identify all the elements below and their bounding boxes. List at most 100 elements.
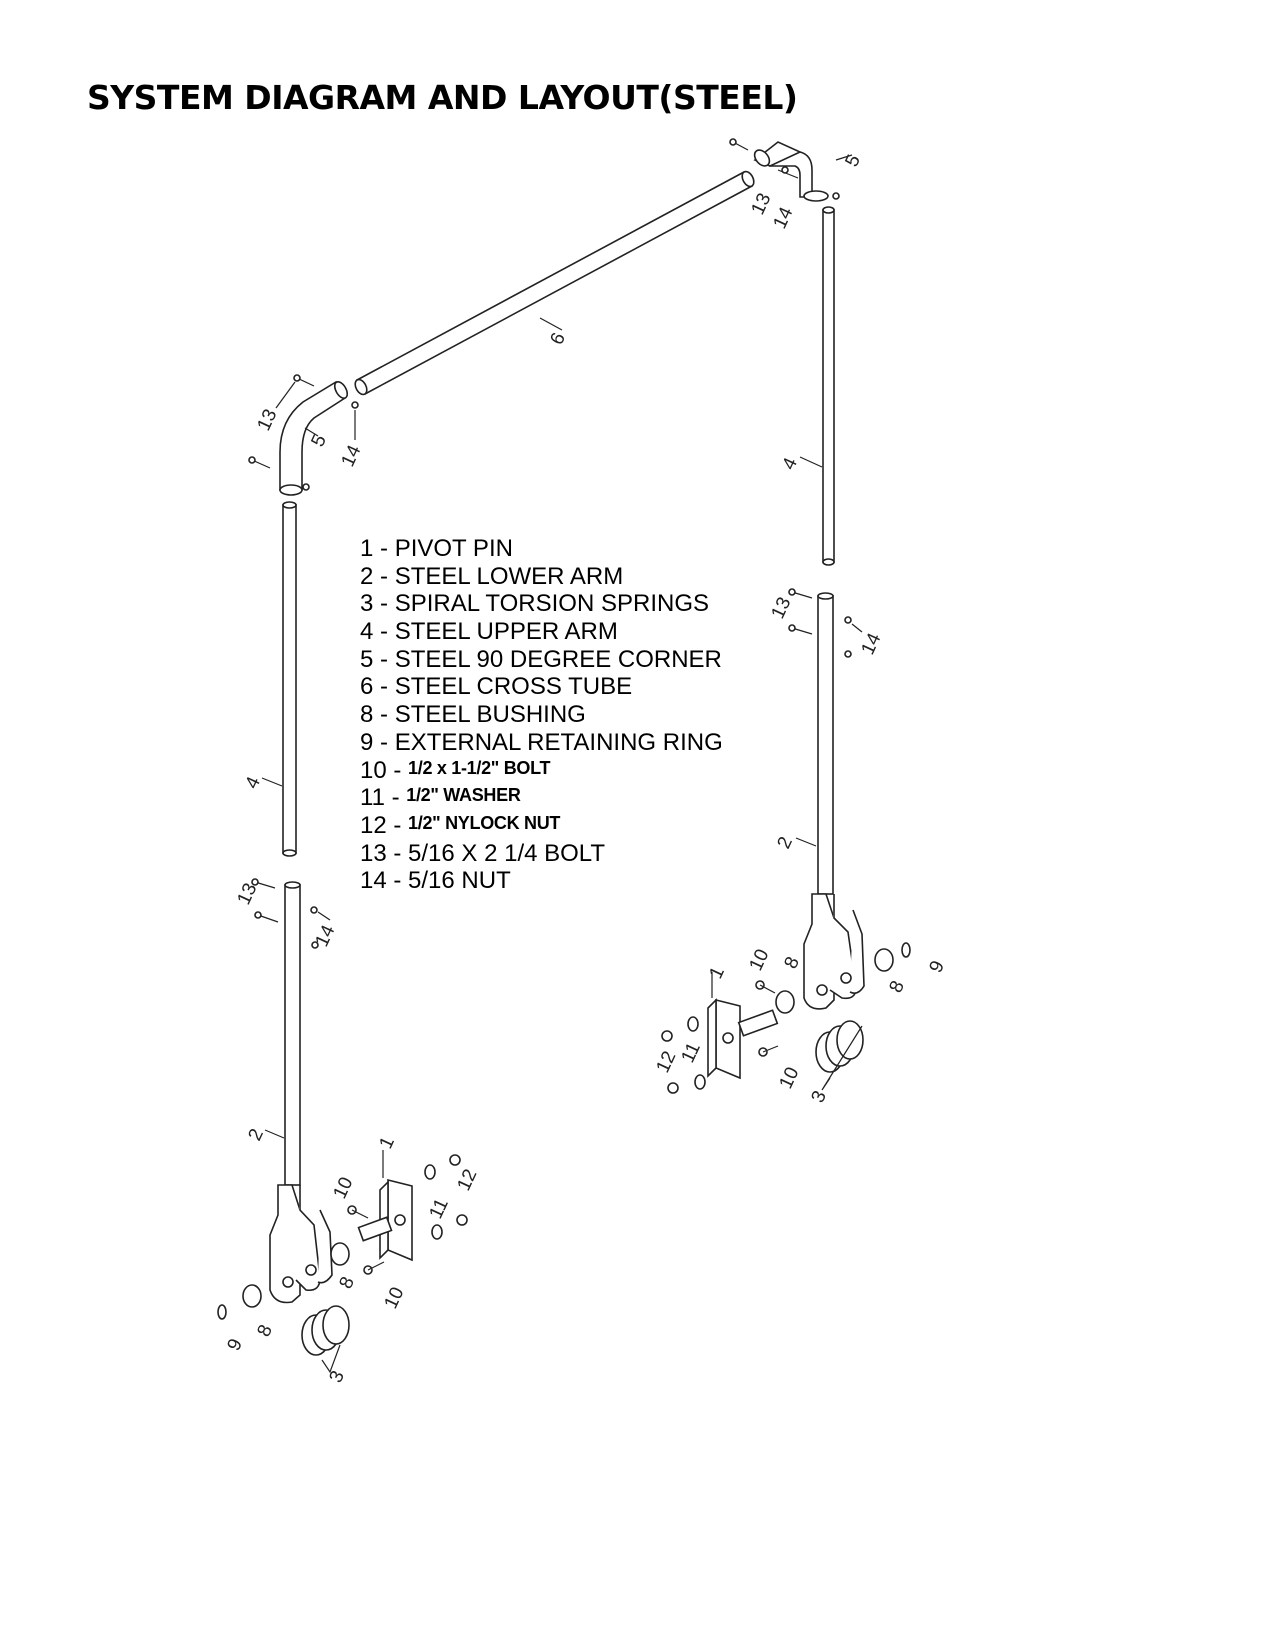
callout-14: 14 xyxy=(857,630,885,658)
legend-item: 1 - PIVOT PIN xyxy=(360,535,723,563)
legend-item-number: 13 - xyxy=(360,839,402,867)
callout-8: 8 xyxy=(885,978,909,996)
callout-1: 1 xyxy=(375,1134,399,1152)
legend-item: 13 - 5/16 X 2 1/4 BOLT xyxy=(360,840,723,868)
legend-item: 4 - STEEL UPPER ARM xyxy=(360,618,723,646)
callout-5: 5 xyxy=(841,152,865,170)
callout-2: 2 xyxy=(244,1126,268,1144)
callout-4: 4 xyxy=(241,773,265,792)
legend-item: 3 - SPIRAL TORSION SPRINGS xyxy=(360,590,723,618)
right-upper-arm xyxy=(822,206,835,566)
page-title: SYSTEM DIAGRAM AND LAYOUT(STEEL) xyxy=(87,78,798,117)
callout-13: 13 xyxy=(253,406,281,434)
callout-8: 8 xyxy=(780,954,804,972)
left-lower-fasteners xyxy=(251,878,319,949)
callout-10: 10 xyxy=(380,1284,408,1312)
left-bushing-a xyxy=(330,1242,350,1266)
legend-item-number: 2 - xyxy=(360,562,389,590)
legend-item-label: 1/2" WASHER xyxy=(406,785,521,806)
left-corner-bolt-top xyxy=(293,374,315,387)
legend-item-label: STEEL LOWER ARM xyxy=(394,562,624,590)
left-retaining-ring xyxy=(217,1304,227,1320)
right-torsion-spring xyxy=(815,1020,864,1091)
right-corner-elbow xyxy=(753,141,829,202)
right-bolts xyxy=(755,980,779,1057)
left-corner-nut-bottom xyxy=(302,483,310,491)
callout-5: 5 xyxy=(307,432,331,450)
legend-item-label: STEEL 90 DEGREE CORNER xyxy=(394,645,722,673)
legend-item: 10 - 1/2 x 1-1/2" BOLT xyxy=(360,757,723,785)
legend-item-number: 11 - xyxy=(360,784,400,812)
left-pivot-pin xyxy=(357,1178,413,1262)
legend-item-label: SPIRAL TORSION SPRINGS xyxy=(394,590,709,618)
left-corner-bolt-bottom xyxy=(248,456,271,469)
right-corner-nut xyxy=(832,192,840,200)
legend-item-number: 1 - xyxy=(360,535,389,562)
left-upper-arm xyxy=(282,501,297,857)
legend-item-number: 9 - xyxy=(360,728,389,756)
legend-item: 12 - 1/2" NYLOCK NUT xyxy=(360,812,723,840)
left-torsion-spring xyxy=(301,1305,350,1374)
callout-4: 4 xyxy=(778,454,802,473)
right-bushing-b xyxy=(874,948,894,972)
right-bushing-a xyxy=(775,990,795,1014)
legend-item: 5 - STEEL 90 DEGREE CORNER xyxy=(360,646,723,674)
callout-10: 10 xyxy=(775,1064,803,1092)
legend-item-number: 3 - xyxy=(360,590,389,618)
callout-3: 3 xyxy=(807,1088,831,1106)
left-washers-nuts xyxy=(424,1154,468,1240)
right-corner-bolt-mid xyxy=(781,166,789,174)
callout-6: 6 xyxy=(546,330,570,348)
legend-item: 2 - STEEL LOWER ARM xyxy=(360,563,723,591)
callout-14: 14 xyxy=(337,442,365,470)
legend-item-label: STEEL BUSHING xyxy=(394,701,586,729)
legend-item-label: STEEL UPPER ARM xyxy=(394,618,618,646)
callout-9: 9 xyxy=(925,958,949,976)
callout-10: 10 xyxy=(745,946,773,974)
left-corner-nut-top xyxy=(351,401,359,409)
callout-11: 11 xyxy=(677,1039,704,1066)
callout-9: 9 xyxy=(223,1336,247,1354)
left-bolts xyxy=(347,1205,385,1275)
legend-item-label: EXTERNAL RETAINING RING xyxy=(394,728,723,756)
right-retaining-ring xyxy=(901,942,911,958)
legend-item-label: 5/16 NUT xyxy=(408,867,511,895)
legend-item-label: 5/16 X 2 1/4 BOLT xyxy=(408,839,606,867)
legend-item-number: 14 - xyxy=(360,867,402,895)
callout-10: 10 xyxy=(329,1174,357,1202)
legend-item-number: 6 - xyxy=(360,673,389,701)
legend-item-number: 12 - xyxy=(360,811,402,839)
right-washers-nuts xyxy=(661,1016,706,1094)
legend-item-label: STEEL CROSS TUBE xyxy=(394,673,633,701)
legend-item-number: 4 - xyxy=(360,618,389,646)
legend-item-number: 10 - xyxy=(360,756,402,784)
callout-11: 11 xyxy=(425,1195,452,1222)
callout-2: 2 xyxy=(773,834,797,852)
legend-item-label: 1/2 x 1-1/2" BOLT xyxy=(408,757,551,778)
legend-item-number: 5 - xyxy=(360,645,389,673)
right-lower-fasteners xyxy=(788,588,852,658)
callout-12: 12 xyxy=(652,1048,680,1076)
callout-1: 1 xyxy=(705,964,729,982)
left-bushing-b xyxy=(242,1284,262,1308)
legend-item: 11 - 1/2" WASHER xyxy=(360,784,723,812)
callout-13: 13 xyxy=(767,594,795,622)
legend-item: 6 - STEEL CROSS TUBE xyxy=(360,673,723,701)
legend-item-label: PIVOT PIN xyxy=(394,535,513,562)
legend-item-number: 8 - xyxy=(360,701,389,729)
cross-tube xyxy=(354,170,755,396)
legend-item: 14 - 5/16 NUT xyxy=(360,867,723,895)
legend-item: 9 - EXTERNAL RETAINING RING xyxy=(360,729,723,757)
callout-8: 8 xyxy=(335,1274,359,1292)
left-lower-arm xyxy=(269,881,333,1304)
legend-item-label: 1/2" NYLOCK NUT xyxy=(408,812,561,833)
right-corner-bolt-top xyxy=(729,138,737,146)
right-pivot-pin xyxy=(707,998,779,1080)
callout-14: 14 xyxy=(769,204,797,232)
callout-12: 12 xyxy=(453,1166,481,1194)
callout-8: 8 xyxy=(253,1322,277,1340)
right-lower-arm xyxy=(803,592,865,1010)
legend-item: 8 - STEEL BUSHING xyxy=(360,701,723,729)
